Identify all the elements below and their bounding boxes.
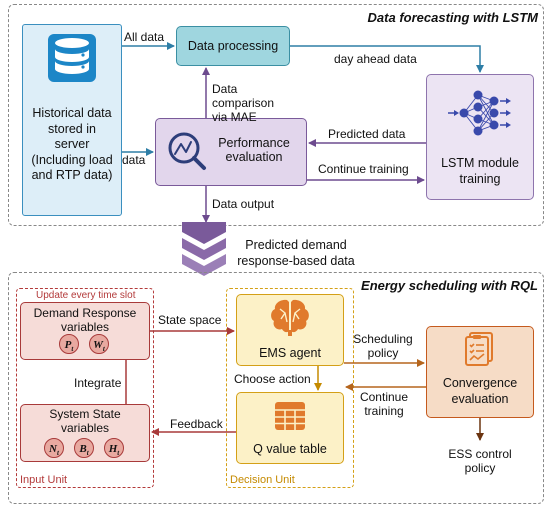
edge-data: data bbox=[122, 153, 146, 167]
edge-data-output: Data output bbox=[212, 197, 275, 211]
update-note: Update every time slot bbox=[36, 290, 136, 301]
edge-day-ahead: day ahead data bbox=[334, 52, 417, 66]
system-state-label: System State variables bbox=[49, 407, 121, 435]
edge-state-space: State space bbox=[158, 313, 222, 327]
rql-panel bbox=[8, 272, 544, 504]
var-b: Bt bbox=[74, 438, 94, 458]
demand-response-label: Demand Response variables bbox=[33, 306, 137, 334]
integrate-label: Integrate bbox=[74, 376, 122, 390]
arrow-day-ahead bbox=[290, 45, 484, 73]
edge-predicted: Predicted data bbox=[328, 127, 406, 141]
edge-scheduling-policy: Scheduling policy bbox=[353, 332, 413, 360]
edge-feedback: Feedback bbox=[170, 417, 223, 431]
convergence-label: Convergence evaluation bbox=[442, 376, 518, 406]
data-processing-box: Data processing bbox=[176, 26, 290, 66]
rql-panel-title: Energy scheduling with RQL bbox=[361, 278, 538, 293]
data-processing-label: Data processing bbox=[187, 39, 279, 53]
lstm-label: LSTM module training bbox=[441, 156, 519, 186]
performance-box bbox=[155, 118, 307, 186]
var-n: Nt bbox=[44, 438, 64, 458]
demand-response-box bbox=[20, 302, 150, 360]
edge-choose-action: Choose action bbox=[234, 372, 311, 386]
edge-comparison: Data comparison via MAE bbox=[212, 82, 275, 124]
decision-unit-label: Decision Unit bbox=[230, 474, 295, 486]
transition-label: Predicted demand response-based data bbox=[237, 238, 355, 268]
ems-agent-label: EMS agent bbox=[259, 346, 321, 360]
edge-continue-training-rql: Continue training bbox=[359, 390, 409, 418]
input-unit-label: Input Unit bbox=[20, 474, 68, 486]
input-unit-box bbox=[16, 288, 154, 488]
edge-ess-policy: ESS control policy bbox=[448, 447, 512, 475]
lstm-panel-title: Data forecasting with LSTM bbox=[367, 10, 538, 25]
server-label: Historical data stored in server (Includ… bbox=[31, 106, 113, 182]
lstm-panel bbox=[8, 4, 544, 226]
var-h: Ht bbox=[104, 438, 124, 458]
decision-unit-box bbox=[226, 288, 354, 488]
var-w: Wt bbox=[89, 334, 109, 354]
performance-label: Performance evaluation bbox=[218, 136, 290, 164]
q-table-label: Q value table bbox=[253, 442, 327, 456]
edge-continue-training: Continue training bbox=[318, 162, 409, 176]
var-p: Pt bbox=[59, 334, 79, 354]
edge-all-data: All data bbox=[124, 30, 165, 44]
